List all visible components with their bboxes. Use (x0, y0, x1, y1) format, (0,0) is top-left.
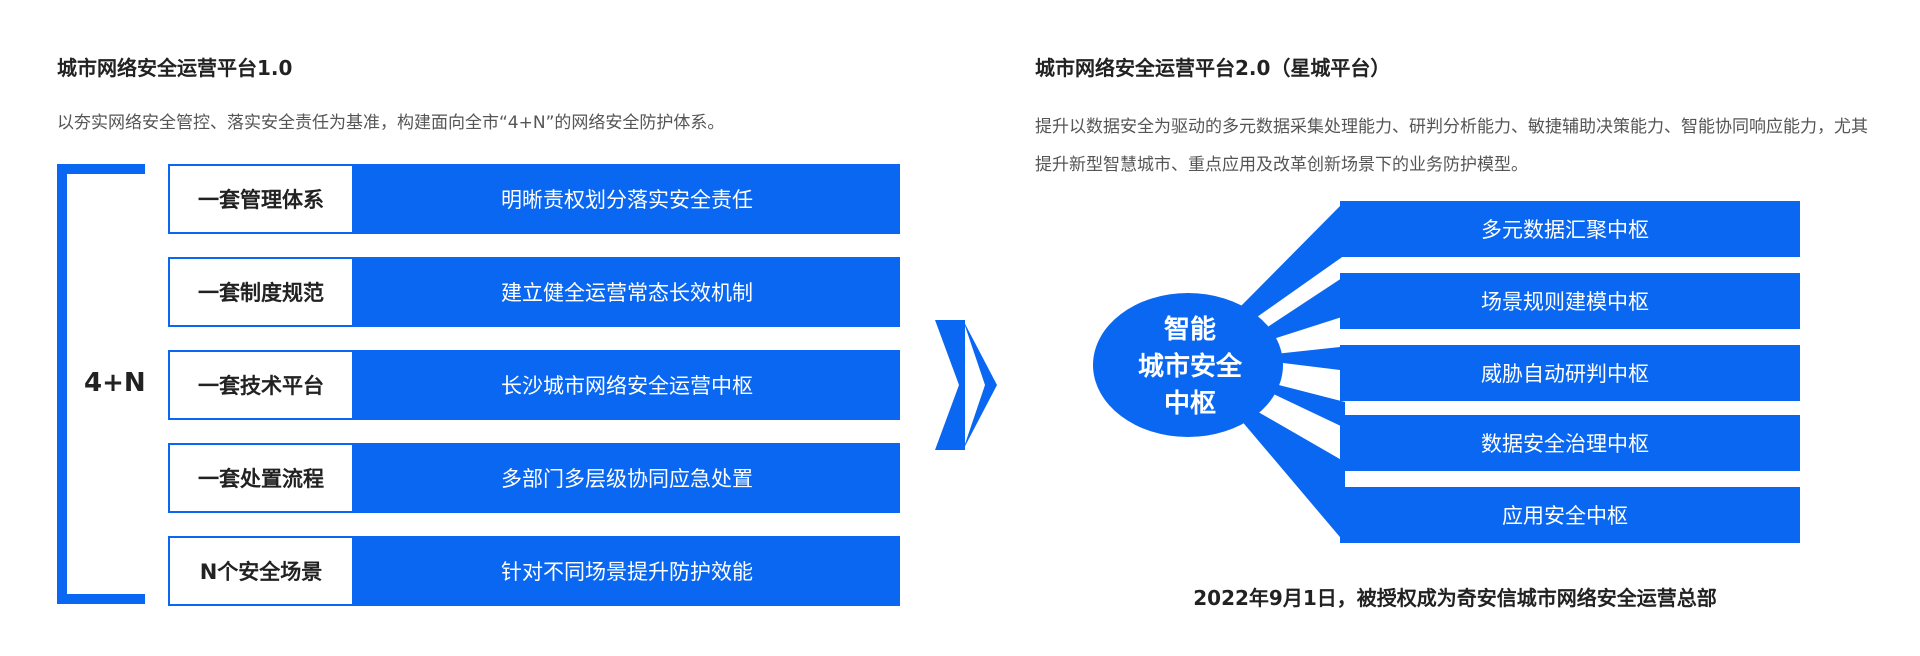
hub-diagram (1093, 201, 1800, 543)
row-label: N个安全场景 (168, 536, 354, 606)
spoke (1275, 347, 1340, 370)
hub-label-line: 中枢 (1163, 389, 1216, 419)
row-value: 针对不同场景提升防护效能 (354, 536, 900, 606)
item-bar (1340, 201, 1800, 257)
row-value: 长沙城市网络安全运营中枢 (354, 350, 900, 420)
row-value: 多部门多层级协同应急处置 (354, 443, 900, 513)
row-label: 一套制度规范 (168, 257, 354, 327)
spoke (1240, 409, 1345, 543)
left-title: 城市网络安全运营平台1.0 (57, 56, 293, 80)
spoke (1263, 382, 1345, 428)
system-row: 一套技术平台 长沙城市网络安全运营中枢 (168, 350, 900, 420)
hub-item: 多元数据汇聚中枢 (1481, 218, 1649, 242)
spoke (1240, 201, 1345, 317)
item-bar (1340, 273, 1800, 329)
hub-label-line: 城市安全 (1137, 352, 1242, 382)
footer-note: 2022年9月1日，被授权成为奇安信城市网络安全运营总部 (1193, 586, 1717, 610)
system-row: 一套制度规范 建立健全运营常态长效机制 (168, 257, 900, 327)
hub-label-line: 智能 (1163, 315, 1216, 345)
row-value: 明晰责权划分落实安全责任 (354, 164, 900, 234)
hub-label: 智能 城市安全 中枢 (1090, 312, 1290, 423)
right-description: 提升以数据安全为驱动的多元数据采集处理能力、研判分析能力、敏捷辅助决策能力、智能… (1035, 117, 1868, 175)
bracket-label: 4+N (84, 368, 146, 398)
item-bar (1340, 415, 1800, 471)
row-label: 一套处置流程 (168, 443, 354, 513)
system-row: 一套管理体系 明晰责权划分落实安全责任 (168, 164, 900, 234)
bracket (57, 164, 145, 604)
double-chevron-right-icon (935, 320, 997, 450)
right-title: 城市网络安全运营平台2.0（星城平台） (1035, 56, 1391, 80)
system-row: 一套处置流程 多部门多层级协同应急处置 (168, 443, 900, 513)
row-label: 一套管理体系 (168, 164, 354, 234)
row-value: 建立健全运营常态长效机制 (354, 257, 900, 327)
system-row: N个安全场景 针对不同场景提升防护效能 (168, 536, 900, 606)
left-description: 以夯实网络安全管控、落实安全责任为基准，构建面向全市“4+N”的网络安全防护体系… (57, 113, 725, 133)
spoke (1263, 276, 1345, 340)
hub-ellipse (1093, 293, 1283, 437)
hub-item: 应用安全中枢 (1502, 504, 1628, 528)
chevron-right-part (963, 320, 997, 450)
item-bar (1340, 487, 1800, 543)
chevron-left-part (935, 320, 965, 450)
hub-item: 场景规则建模中枢 (1481, 290, 1649, 314)
hub-item: 威胁自动研判中枢 (1481, 362, 1649, 386)
row-label: 一套技术平台 (168, 350, 354, 420)
hub-item: 数据安全治理中枢 (1481, 432, 1649, 456)
item-bar (1340, 345, 1800, 401)
